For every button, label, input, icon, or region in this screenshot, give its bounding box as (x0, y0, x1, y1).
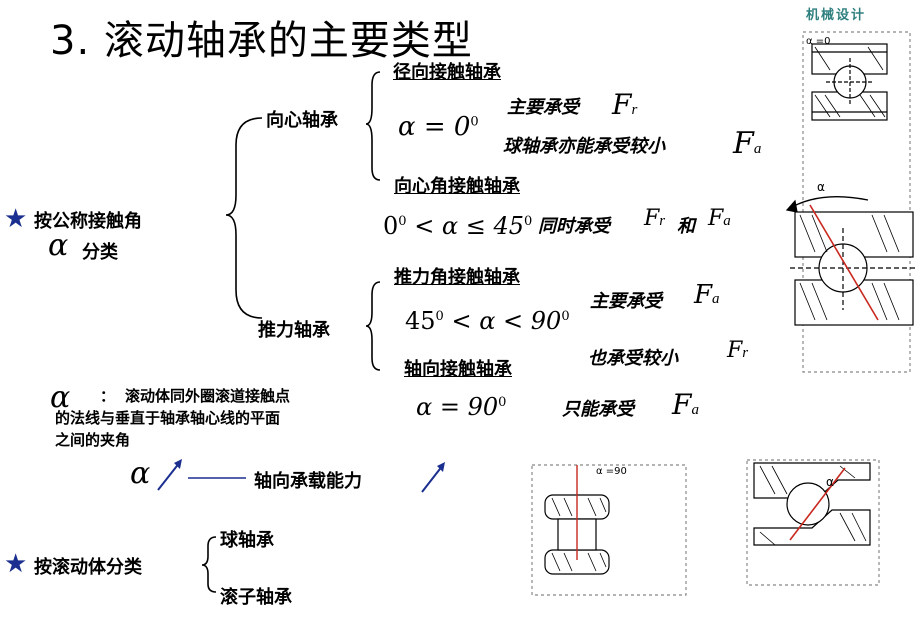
rolling-brace (201, 536, 217, 593)
main-brace (225, 117, 263, 319)
rolling-element-label: 按滚动体分类 (34, 557, 142, 578)
axial-capacity-label: 轴向承载能力 (254, 471, 362, 492)
definition-colon: ： (100, 387, 116, 405)
thrust-angular-heading: 推力角接触轴承 (394, 267, 520, 288)
fr-symbol-3: Fr (727, 338, 749, 363)
radial-contact-angle: α = 00 (398, 112, 479, 142)
thrust-bearing-label: 推力轴承 (258, 320, 330, 341)
alpha-symbol: α (48, 228, 69, 263)
alpha-up-arrow (157, 461, 181, 491)
course-logo: 机械设计 (806, 8, 867, 23)
alpha-up-arrowhead (174, 459, 182, 469)
fa-symbol-4: Fa (672, 388, 699, 421)
fa-symbol-2: Fa (708, 206, 731, 231)
star-icon-2: ★ (4, 549, 28, 579)
capacity-up-arrow (421, 464, 444, 493)
definition-line1: 滚动体同外圈滚道接触点 (125, 387, 291, 405)
thrust-angular-note1: 主要承受 (590, 291, 662, 312)
figure1-label: α =0 (806, 36, 831, 47)
axial-contact-note: 只能承受 (562, 399, 634, 420)
radial-contact-note1: 主要承受 (507, 97, 579, 118)
capacity-up-arrowhead (437, 462, 445, 472)
angular-contact-heading: 向心角接触轴承 (394, 176, 520, 197)
figure-axial-contact (531, 464, 687, 596)
figure4-label: α (826, 475, 834, 489)
relation-alpha: α (130, 456, 151, 491)
axial-contact-heading: 轴向接触轴承 (404, 359, 512, 380)
classify-label: 分类 (82, 242, 118, 263)
figure3-label: α =90 (596, 466, 627, 477)
figure-radial-contact (802, 31, 911, 373)
definition-line3: 之间的夹角 (55, 431, 131, 449)
fr-symbol-2: Fr (644, 206, 666, 231)
figure-angular-contact (785, 196, 915, 326)
ball-bearing-label: 球轴承 (220, 530, 274, 551)
fr-symbol-1: Fr (612, 88, 638, 121)
page-title: 3. 滚动轴承的主要类型 (50, 18, 473, 64)
thrust-angular-note2: 也承受较小 (588, 348, 678, 369)
radial-contact-heading: 径向接触轴承 (393, 62, 501, 83)
radial-contact-note2: 球轴承亦能承受较小 (503, 136, 665, 157)
radial-bearing-label: 向心轴承 (266, 110, 338, 131)
fa-symbol-3: Fa (694, 280, 720, 310)
angular-contact-note: 同时承受 (538, 216, 610, 237)
radial-brace (365, 71, 381, 181)
thrust-brace (365, 281, 381, 371)
and-label: 和 (677, 216, 695, 237)
figure-thrust-angular (746, 459, 880, 586)
fa-symbol-1: Fa (733, 126, 762, 161)
angular-contact-angle: 00 < α ≤ 450 (383, 212, 533, 240)
thrust-angular-angle: 450 < α < 900 (405, 307, 570, 335)
star-icon: ★ (4, 204, 28, 234)
figure2-label: α (817, 180, 825, 194)
roller-bearing-label: 滚子轴承 (220, 587, 292, 608)
definition-alpha: α (50, 380, 71, 415)
contact-angle-label: 按公称接触角 (34, 211, 142, 232)
definition-line2: 的法线与垂直于轴承轴心线的平面 (55, 409, 281, 427)
axial-contact-angle: α = 900 (416, 393, 507, 421)
